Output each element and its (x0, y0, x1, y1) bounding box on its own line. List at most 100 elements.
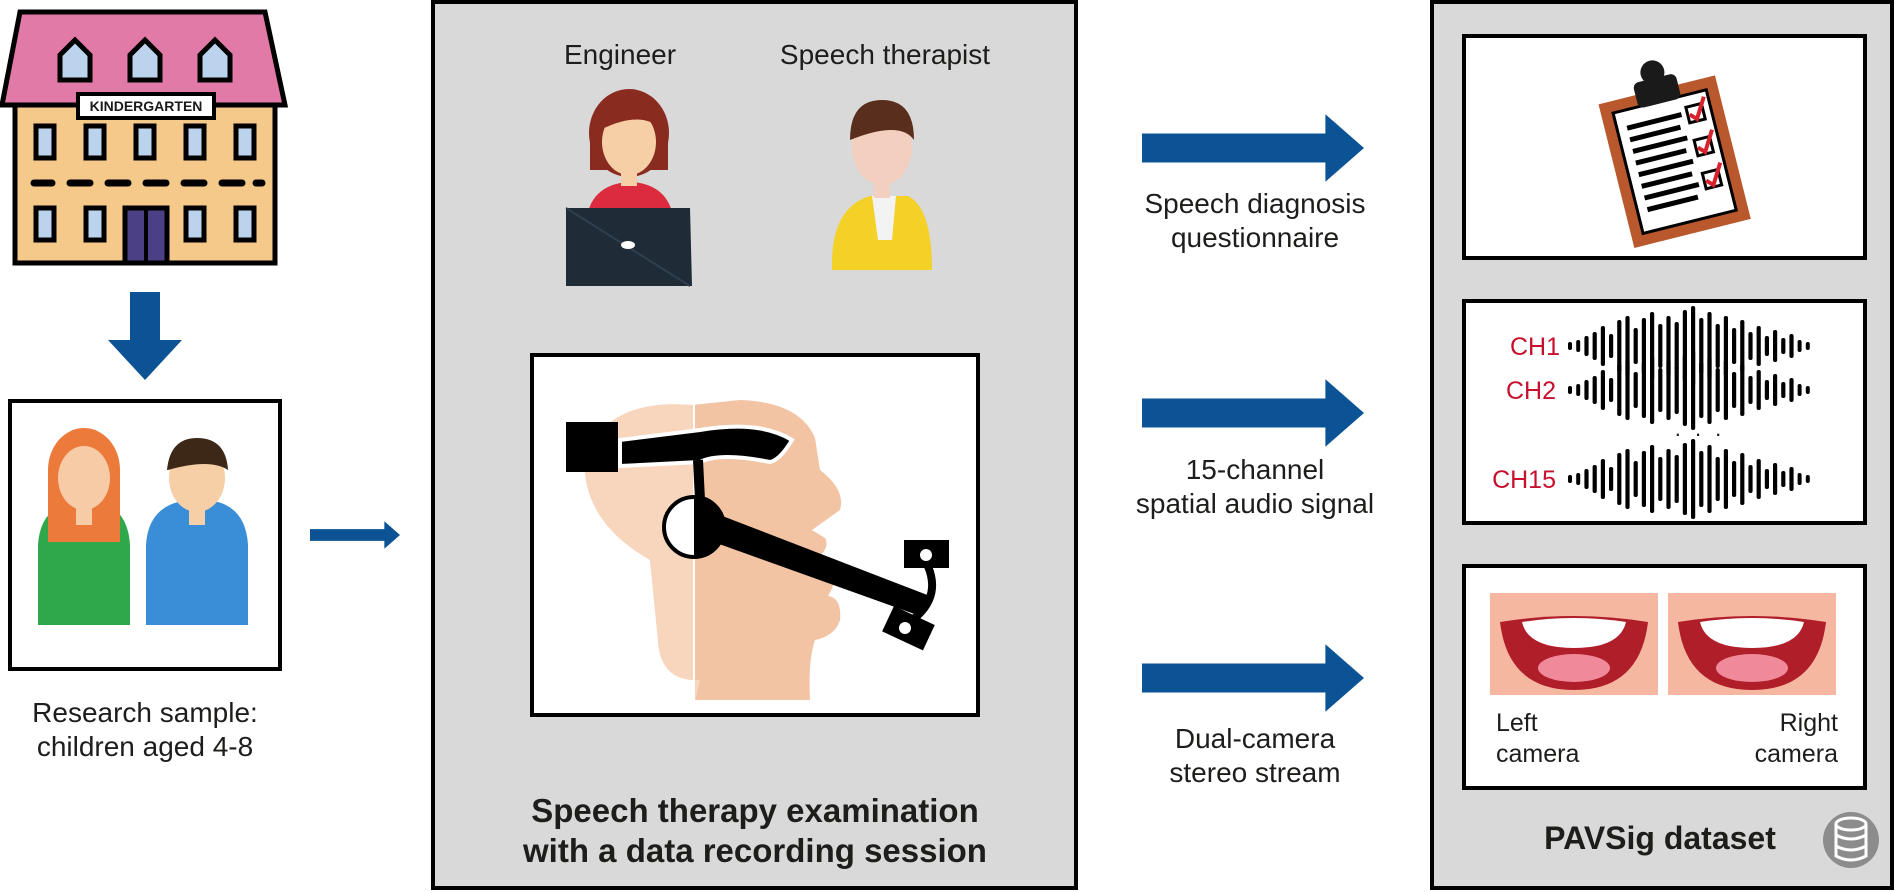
examination-title: Speech therapy examination with a data r… (440, 791, 1070, 871)
waveform-bar (1740, 364, 1745, 416)
waveform-bar (1748, 376, 1753, 404)
waveform-bar (1592, 332, 1597, 360)
waveform-bar (1625, 360, 1630, 420)
left-camera-line1: Left (1496, 709, 1538, 737)
waveform-bar (1773, 374, 1778, 406)
waveform-bar (1756, 459, 1761, 499)
waveform-bar (1609, 378, 1614, 402)
waveform-bar (1740, 453, 1745, 505)
waveform-bar (1773, 330, 1778, 362)
waveform-bar (1764, 380, 1769, 400)
arrow-icon (1142, 114, 1364, 182)
waveform-bar (1576, 384, 1581, 396)
flow-label-questionnaire: Speech diagnosis questionnaire (1100, 187, 1410, 255)
waveform-bar (1609, 467, 1614, 491)
waveform-bar (1723, 449, 1728, 509)
waveform-bar (1609, 334, 1614, 358)
waveform-bar (1568, 386, 1572, 394)
waveform-bar (1699, 451, 1704, 507)
waveform-bar (1641, 362, 1646, 418)
waveform-bar (1789, 467, 1794, 491)
waveform-bar (1699, 318, 1704, 374)
right-camera-line2: camera (1754, 740, 1838, 768)
waveform-bar (1641, 451, 1646, 507)
waveform-bar (1781, 382, 1786, 398)
waveform-bar (1740, 320, 1745, 372)
waveform-bar (1789, 378, 1794, 402)
sample-caption-line1: Research sample: (32, 697, 258, 728)
channel-label-ch2: CH2 (1505, 377, 1556, 405)
waveform-bar (1633, 372, 1638, 408)
waveform-bar (1682, 354, 1687, 426)
down-arrow-icon (108, 292, 182, 380)
waveform-bar (1666, 360, 1671, 420)
waveform-bar (1797, 473, 1802, 485)
channel-ellipsis: . . . (1674, 416, 1726, 441)
waveform-bar (1600, 326, 1605, 366)
waveform-bar (1592, 465, 1597, 493)
mouth-icon (1668, 593, 1836, 695)
therapist-label: Speech therapist (779, 39, 991, 70)
waveform-bar (1805, 386, 1810, 394)
waveform-bar (1707, 445, 1712, 513)
waveform-bar (1576, 340, 1581, 352)
waveform-bar (1674, 455, 1679, 503)
waveform-bar (1691, 439, 1696, 519)
arrow-icon (310, 521, 400, 549)
channel-label-ch1: CH1 (1509, 333, 1560, 361)
waveform-bar (1682, 443, 1687, 515)
waveform-bar (1584, 336, 1589, 356)
waveform-bar (1748, 465, 1753, 493)
waveform-bar (1773, 463, 1778, 495)
waveform-bar (1715, 457, 1720, 501)
clipboard-checklist-icon (1598, 60, 1751, 248)
waveform-bar (1797, 340, 1802, 352)
waveform-bar (1723, 360, 1728, 420)
waveform-bar (1748, 332, 1753, 360)
engineer-label: Engineer (563, 39, 677, 70)
waveform-bar (1600, 459, 1605, 499)
right-camera-line1: Right (1779, 709, 1838, 737)
flow-label-line1: 15-channel (1185, 454, 1325, 485)
headset-recorder-icon (566, 400, 949, 700)
waveform-bar (1764, 336, 1769, 356)
flow-label-audio: 15-channel spatial audio signal (1100, 453, 1410, 521)
waveform-bar (1764, 469, 1769, 489)
waveform-bar (1658, 457, 1663, 501)
waveform-bar (1666, 449, 1671, 509)
examination-title-line2: with a data recording session (523, 832, 987, 869)
children-icon (38, 428, 248, 625)
building-sign: KINDERGARTEN (89, 98, 203, 114)
audio-waveform-icon (1568, 306, 1810, 519)
waveform-bar (1732, 372, 1737, 408)
flow-label-camera: Dual-camera stereo stream (1100, 722, 1410, 790)
right-camera-label: Right camera (1700, 708, 1838, 770)
waveform-bar (1715, 368, 1720, 412)
waveform-bar (1617, 453, 1622, 505)
waveform-bar (1584, 469, 1589, 489)
waveform-bar (1600, 370, 1605, 410)
flow-label-line2: questionnaire (1170, 222, 1340, 253)
waveform-bar (1756, 370, 1761, 410)
waveform-bar (1568, 475, 1572, 483)
arrow-icon (1142, 379, 1364, 447)
dataset-title: PAVSig dataset (1544, 820, 1776, 856)
waveform-bar (1625, 449, 1630, 509)
waveform-bar (1592, 376, 1597, 404)
waveform-bar (1658, 368, 1663, 412)
waveform-bar (1658, 324, 1663, 368)
waveform-bar (1633, 328, 1638, 364)
channel-label-ch15: CH15 (1492, 466, 1556, 494)
waveform-bar (1756, 326, 1761, 366)
database-icon (1823, 812, 1879, 868)
flow-label-line2: stereo stream (1169, 757, 1341, 788)
waveform-bar (1674, 322, 1679, 370)
waveform-bar (1707, 356, 1712, 424)
left-camera-label: Left camera (1496, 708, 1579, 770)
flow-label-line1: Dual-camera (1174, 723, 1336, 754)
mouth-icon (1490, 593, 1658, 695)
waveform-bar (1732, 461, 1737, 497)
waveform-bar (1674, 366, 1679, 414)
waveform-bar (1715, 324, 1720, 368)
